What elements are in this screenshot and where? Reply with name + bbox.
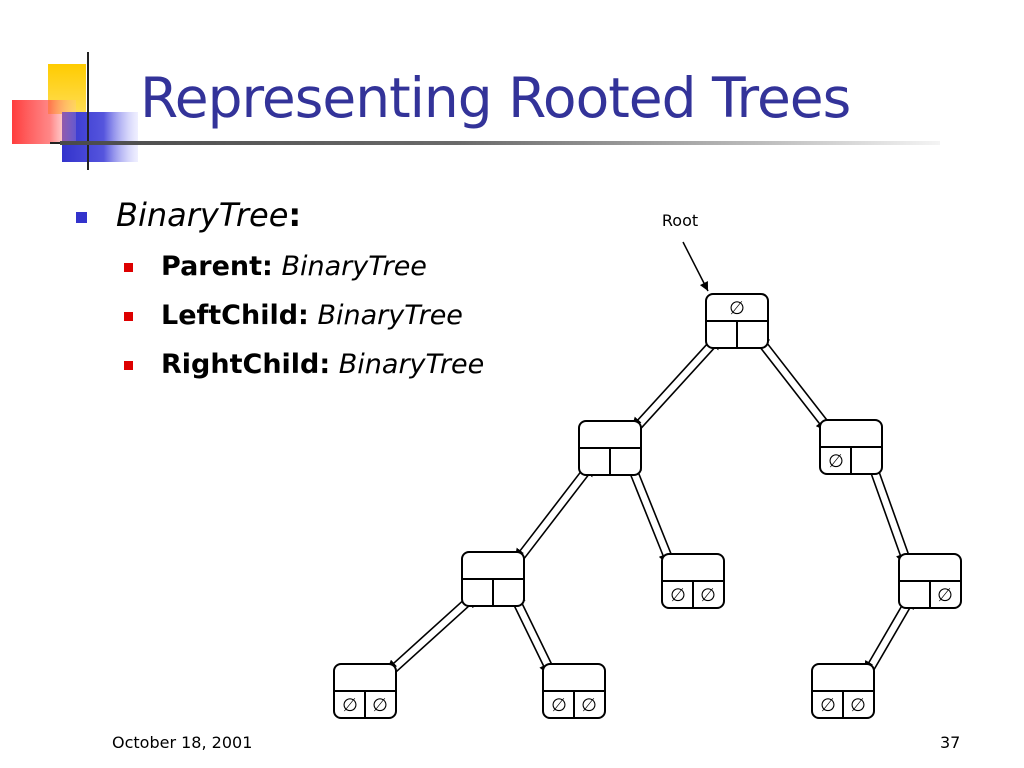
child-pointer-arrow	[509, 597, 549, 675]
edge-n1-n3	[514, 462, 595, 563]
edge-root-n1	[631, 334, 722, 433]
null-parent-symbol: ∅	[729, 298, 745, 319]
tree-node-n2: ∅	[819, 419, 883, 475]
field-type: BinaryTree	[317, 300, 463, 331]
bullet-text: LeftChild: BinaryTree	[161, 299, 463, 333]
edge-root-n2	[754, 335, 832, 431]
tree-node-n1	[578, 420, 642, 476]
parent-pointer-arrow	[874, 462, 912, 561]
child-pointer-arrow	[863, 595, 909, 671]
parent-pointer-arrow	[516, 593, 556, 671]
bullet-square-icon	[124, 263, 133, 272]
null-right-symbol: ∅	[700, 585, 716, 606]
bullet-square-icon	[124, 361, 133, 370]
null-left-symbol: ∅	[670, 585, 686, 606]
null-left-symbol: ∅	[342, 695, 358, 716]
edge-n3-n6	[386, 592, 478, 676]
parent-pointer-arrow	[520, 466, 595, 563]
field-name: RightChild:	[161, 349, 331, 380]
root-pointer-arrow	[682, 241, 709, 292]
field-type: BinaryTree	[338, 349, 485, 380]
tree-node-n8: ∅∅	[811, 663, 875, 719]
type-name: BinaryTree	[116, 196, 289, 234]
null-right-symbol: ∅	[937, 585, 953, 606]
null-left-symbol: ∅	[551, 695, 567, 716]
bullet-square-icon	[76, 212, 87, 223]
bullet-text: BinaryTree:	[116, 196, 301, 234]
footer-date: October 18, 2001	[112, 733, 253, 752]
parent-pointer-arrow	[760, 335, 832, 427]
parent-pointer-arrow	[870, 599, 916, 675]
field-type: BinaryTree	[281, 251, 427, 282]
page-number: 37	[940, 733, 961, 752]
edge-n1-n4	[626, 463, 675, 564]
slide-title: Representing Rooted Trees	[140, 66, 851, 130]
deco-red-square	[12, 100, 76, 144]
child-pointer-arrow	[631, 334, 716, 427]
edge-n2-n5	[867, 462, 912, 564]
parent-pointer-arrow	[637, 340, 722, 433]
field-name: LeftChild:	[161, 300, 309, 331]
colon: :	[288, 196, 302, 234]
null-left-symbol: ∅	[820, 695, 836, 716]
field-name: Parent:	[161, 251, 273, 282]
bullet-square-icon	[124, 312, 133, 321]
tree-node-n4: ∅∅	[661, 553, 725, 609]
null-right-symbol: ∅	[850, 695, 866, 716]
child-pointer-arrow	[386, 592, 472, 670]
parent-pointer-arrow	[392, 598, 478, 676]
edge-n5-n8	[863, 595, 916, 675]
child-pointer-arrow	[867, 465, 905, 564]
parent-pointer-arrow	[633, 463, 675, 561]
child-pointer-arrow	[514, 462, 589, 559]
tree-node-root: ∅	[705, 293, 769, 349]
child-pointer-arrow	[754, 339, 826, 431]
null-left-symbol: ∅	[828, 451, 844, 472]
bullet-text: RightChild: BinaryTree	[161, 348, 484, 382]
title-underline	[60, 141, 940, 145]
tree-node-n5: ∅	[898, 553, 962, 609]
edge-n3-n7	[509, 593, 556, 675]
tree-node-n3	[461, 551, 525, 607]
root-label: Root	[662, 211, 698, 230]
null-right-symbol: ∅	[581, 695, 597, 716]
child-pointer-arrow	[626, 466, 668, 564]
null-right-symbol: ∅	[372, 695, 388, 716]
tree-node-n6: ∅∅	[333, 663, 397, 719]
tree-node-n7: ∅∅	[542, 663, 606, 719]
bullet-text: Parent: BinaryTree	[161, 250, 427, 284]
